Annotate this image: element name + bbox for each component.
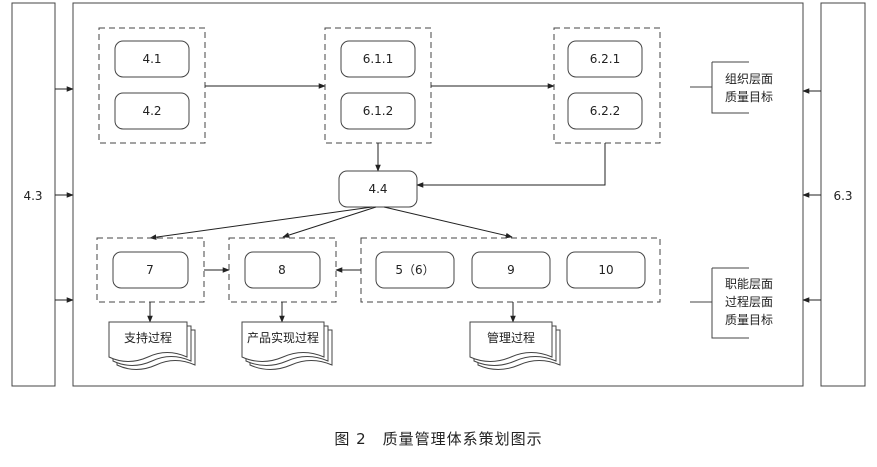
callout-org-line1: 组织层面 (725, 72, 773, 86)
callout-func: 职能层面 过程层面 质量目标 (711, 267, 773, 339)
side-label-left: 4.3 (23, 189, 42, 203)
doc-support-label: 支持过程 (124, 330, 172, 345)
node-product: 8 (244, 251, 321, 289)
figure-caption: 图 2 质量管理体系策划图示 (334, 430, 543, 448)
node-manage-1: 5（6） (375, 251, 455, 289)
arrow-center-support (149, 206, 373, 240)
node-group3-a: 6.2.1 (567, 40, 643, 78)
arrow-center-product (282, 206, 377, 238)
node-label: 4.2 (142, 104, 161, 118)
node-label: 6.2.1 (590, 52, 621, 66)
arrow-center-manage (383, 206, 513, 239)
node-group2-a: 6.1.1 (340, 40, 416, 78)
doc-manage-label: 管理过程 (487, 330, 535, 345)
node-label: 7 (146, 263, 154, 277)
node-label: 6.2.2 (590, 104, 621, 118)
node-group3-b: 6.2.2 (567, 92, 643, 130)
node-center: 4.4 (338, 170, 418, 208)
callout-org-line2: 质量目标 (725, 90, 773, 104)
doc-product: 产品实现过程 (241, 321, 333, 370)
node-manage-2: 9 (471, 251, 551, 289)
callout-org: 组织层面 质量目标 (711, 61, 773, 114)
node-group1-a: 4.1 (114, 40, 190, 78)
node-label: 8 (278, 263, 286, 277)
node-label: 6.1.1 (363, 52, 394, 66)
side-label-right: 6.3 (833, 189, 852, 203)
callout-func-line3: 质量目标 (725, 313, 773, 327)
node-label: 4.4 (368, 182, 387, 196)
node-label: 4.1 (142, 52, 161, 66)
arrow-g3-center (416, 143, 606, 188)
node-label: 10 (598, 263, 613, 277)
node-manage-3: 10 (566, 251, 646, 289)
node-support: 7 (112, 251, 189, 289)
doc-support: 支持过程 (108, 321, 196, 370)
callout-func-line1: 职能层面 (725, 277, 773, 291)
callout-func-line2: 过程层面 (725, 294, 773, 309)
node-label: 6.1.2 (363, 104, 394, 118)
node-label: 5（6） (395, 263, 434, 277)
node-group1-b: 4.2 (114, 92, 190, 130)
node-label: 9 (507, 263, 515, 277)
doc-product-label: 产品实现过程 (247, 330, 319, 345)
doc-manage: 管理过程 (469, 321, 561, 370)
node-group2-b: 6.1.2 (340, 92, 416, 130)
